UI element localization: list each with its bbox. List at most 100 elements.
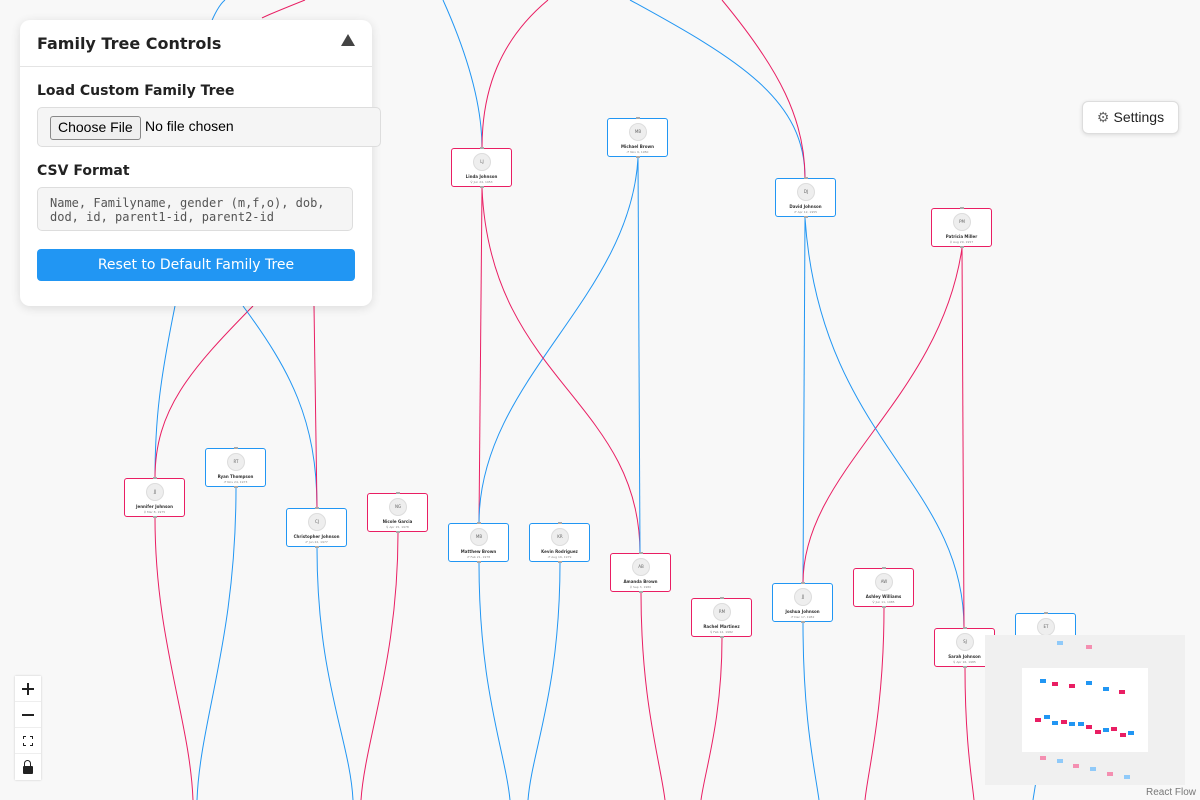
choose-file-button[interactable]: Choose File [50, 116, 141, 140]
minimap-node [1057, 759, 1063, 763]
settings-button[interactable]: ⚙Settings [1082, 101, 1179, 134]
person-node[interactable]: PM Patricia Miller ♀ Aug 29, 1957 [931, 207, 992, 248]
person-node[interactable]: NG Nicole Garcia ♀ Apr 15, 1978 [367, 492, 428, 533]
settings-label: Settings [1113, 109, 1165, 125]
minimap-node [1111, 727, 1117, 731]
minimap-node [1078, 722, 1084, 726]
minimap-nodes [1035, 641, 1134, 779]
person-node[interactable]: CJ Christopher Johnson ♂ Jun 22, 1977 [286, 507, 347, 548]
file-input[interactable]: Choose File No file chosen [37, 107, 381, 147]
person-name: David Johnson [789, 204, 822, 209]
person-dates: ♂ Jun 22, 1977 [305, 540, 328, 544]
load-section-title: Load Custom Family Tree [37, 83, 235, 99]
edge [802, 622, 820, 800]
person-node[interactable]: KR Kevin Rodriguez ♂ Aug 16, 1979 [529, 522, 590, 563]
minimap-node [1120, 733, 1126, 737]
fit-view-icon[interactable] [15, 728, 41, 754]
person-dates: ♂ Nov 9, 1950 [626, 150, 649, 154]
avatar: ET [1037, 618, 1055, 636]
person-name: Rachel Martinez [703, 624, 740, 629]
edge [154, 305, 176, 479]
avatar: SJ [956, 633, 974, 651]
minus-icon[interactable] [15, 702, 41, 728]
edge [442, 0, 483, 149]
person-node[interactable]: DJ David Johnson ♂ Apr 12, 1955 [775, 177, 836, 218]
person-dates: ♀ Apr 16, 1985 [953, 660, 976, 664]
edge [313, 305, 318, 509]
person-node[interactable]: AW Ashley Williams ♀ Jun 11, 1985 [853, 567, 914, 608]
minimap-node [1061, 720, 1067, 724]
minimap-node [1103, 687, 1109, 691]
edge [629, 0, 806, 179]
minimap-node [1128, 731, 1134, 735]
edge [478, 562, 511, 800]
edge [961, 247, 965, 629]
person-node[interactable]: SJ Sarah Johnson ♀ Apr 16, 1985 [934, 627, 995, 668]
csv-section-title: CSV Format [37, 163, 130, 179]
edge [242, 305, 318, 509]
avatar: NG [389, 498, 407, 516]
minimap-node [1035, 718, 1041, 722]
person-node[interactable]: JJ Joshua Johnson ♂ Dec 17, 1982 [772, 582, 833, 623]
person-name: Sarah Johnson [948, 654, 981, 659]
edge [481, 187, 641, 554]
zoom-controls [15, 676, 41, 780]
edge [360, 532, 399, 800]
edge [261, 0, 306, 19]
person-name: Amanda Brown [623, 579, 658, 584]
person-dates: ♀ Apr 15, 1978 [386, 525, 409, 529]
minimap-node [1107, 772, 1113, 776]
person-dates: ♀ Sep 3, 1980 [629, 585, 652, 589]
edge [802, 217, 806, 584]
person-node[interactable]: LJ Linda Johnson ♀ Jun 24, 1953 [451, 147, 512, 188]
minimap-node [1095, 730, 1101, 734]
person-node[interactable]: JJ Jennifer Johnson ♀ Mar 8, 1975 [124, 477, 185, 518]
avatar: DJ [797, 183, 815, 201]
edge [721, 0, 806, 179]
person-dates: ♀ Jun 11, 1985 [872, 600, 895, 604]
edge [527, 562, 561, 800]
minimap[interactable] [985, 635, 1185, 785]
person-node[interactable]: MB Matthew Brown ♂ Feb 21, 1978 [448, 522, 509, 563]
minimap-node [1069, 684, 1075, 688]
edge [700, 637, 723, 800]
person-node[interactable]: AB Amanda Brown ♀ Sep 3, 1980 [610, 552, 671, 593]
avatar: RM [713, 603, 731, 621]
person-name: Nicole Garcia [382, 519, 413, 524]
person-name: Patricia Miller [945, 234, 978, 239]
person-dates: ♀ Mar 8, 1975 [143, 510, 166, 514]
plus-icon[interactable] [15, 676, 41, 702]
edge [964, 667, 975, 800]
edge [154, 305, 254, 479]
edge [316, 547, 354, 800]
lock-icon[interactable] [15, 754, 41, 780]
minimap-node [1057, 641, 1063, 645]
edge [478, 187, 483, 524]
collapse-icon[interactable] [340, 32, 356, 48]
person-dates: ♀ Aug 29, 1957 [949, 240, 974, 244]
edge [154, 517, 194, 800]
avatar: MB [470, 528, 488, 546]
minimap-node [1040, 679, 1046, 683]
avatar: PM [953, 213, 971, 231]
minimap-node [1052, 721, 1058, 725]
edge [478, 157, 639, 524]
person-node[interactable]: MB Michael Brown ♂ Nov 9, 1950 [607, 117, 668, 158]
avatar: LJ [473, 153, 491, 171]
edge [864, 607, 885, 800]
edge [637, 157, 641, 554]
avatar: AB [632, 558, 650, 576]
person-name: Ashley Williams [865, 594, 902, 599]
person-dates: ♂ Aug 16, 1979 [547, 555, 572, 559]
person-node[interactable]: RM Rachel Martinez ♀ Feb 12, 1982 [691, 597, 752, 638]
file-status: No file chosen [145, 118, 234, 134]
person-name: Ryan Thompson [217, 474, 254, 479]
minimap-node [1086, 725, 1092, 729]
attribution-link[interactable]: React Flow [1145, 787, 1196, 798]
reset-button[interactable]: Reset to Default Family Tree [37, 249, 355, 281]
minimap-node [1052, 682, 1058, 686]
person-node[interactable]: RT Ryan Thompson ♂ Nov 24, 1973 [205, 447, 266, 488]
minimap-node [1069, 722, 1075, 726]
